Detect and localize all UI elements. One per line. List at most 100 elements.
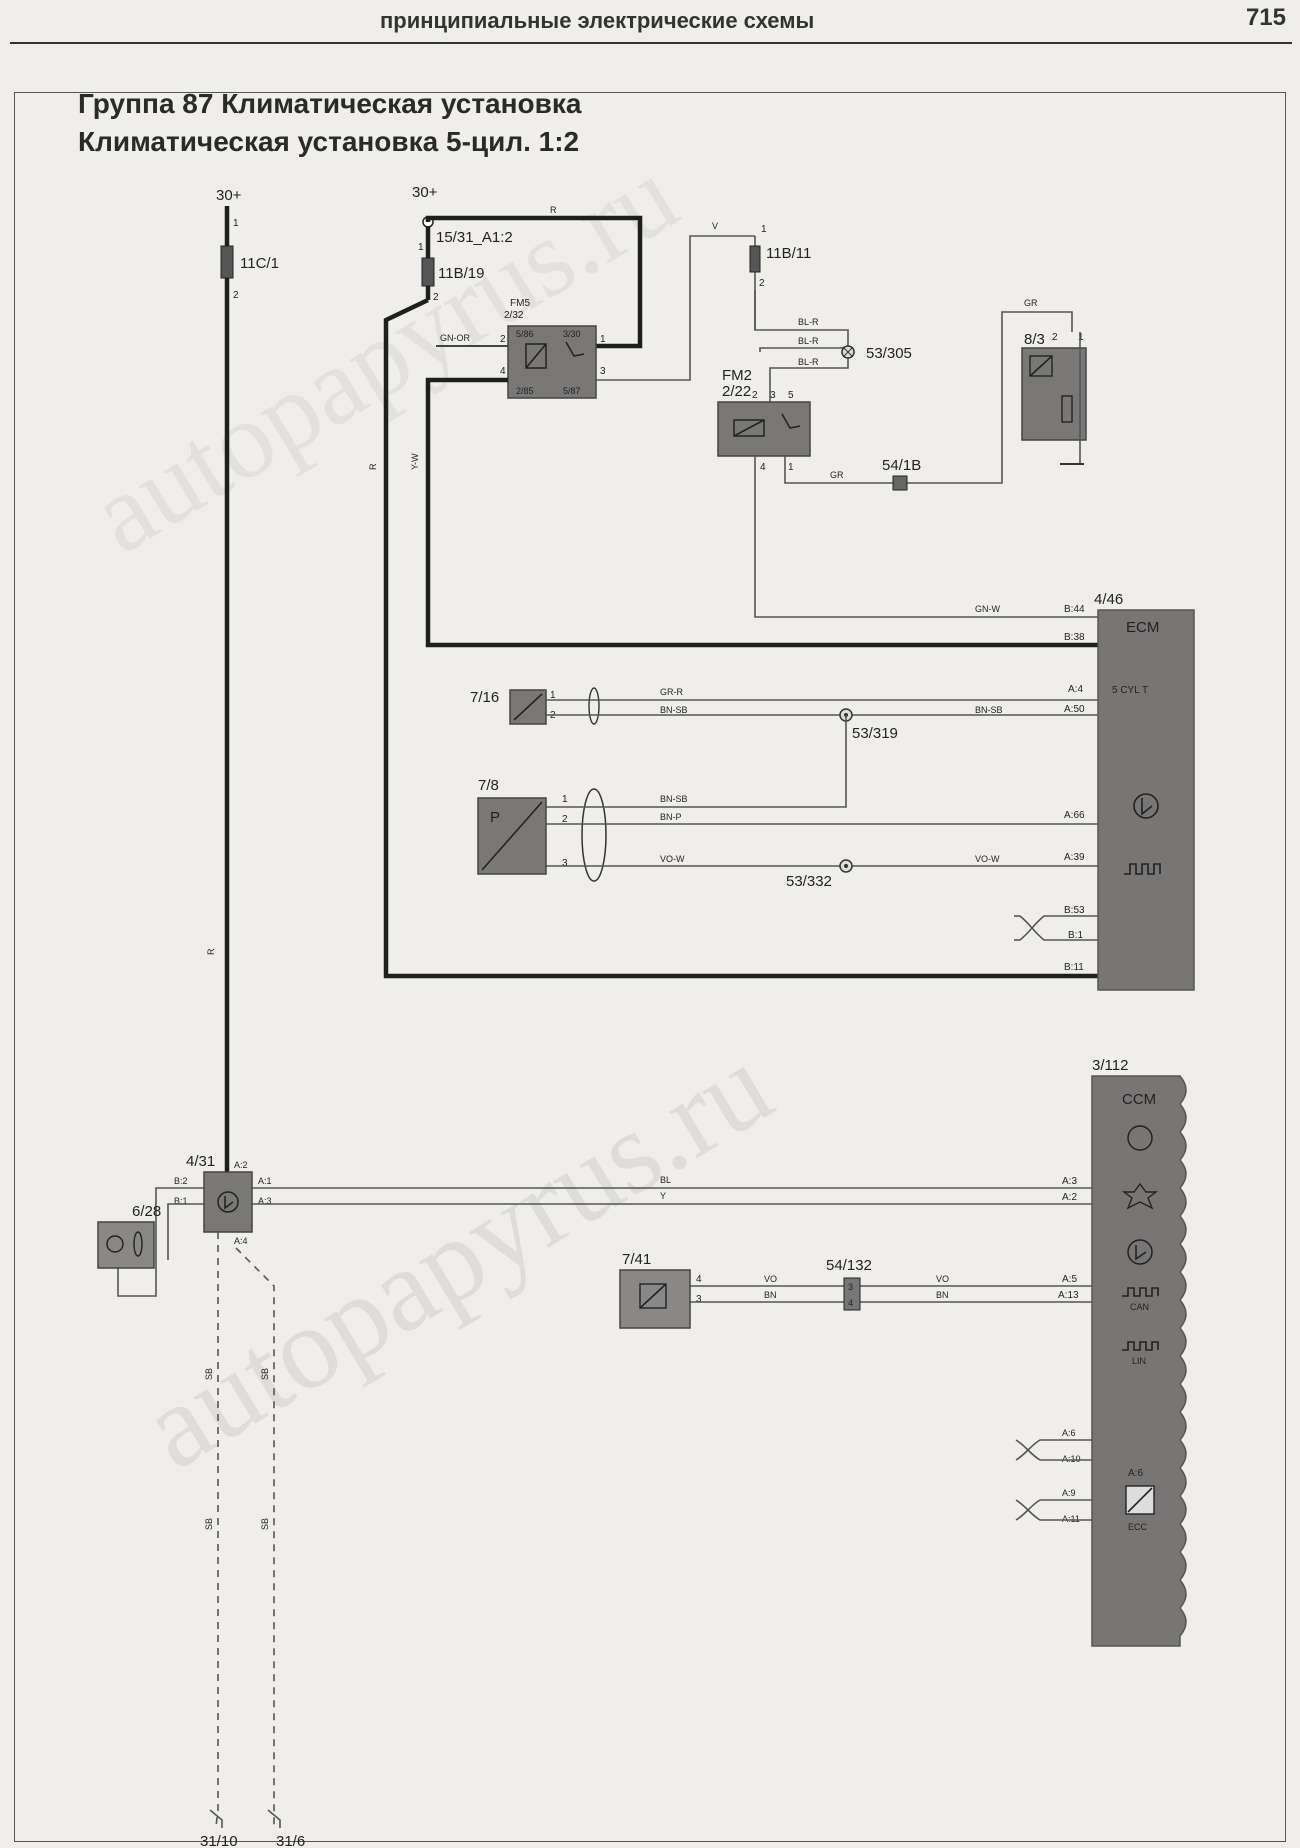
sensor-6-28-fan-icon: [133, 1231, 143, 1257]
sensor-8-3-icon: [1029, 355, 1053, 377]
sensor-6-28-gauge-icon: [106, 1235, 124, 1253]
sensor-7-16-pin-1: 1: [550, 690, 556, 701]
ccm-pin-a3: A:3: [1062, 1176, 1077, 1187]
ecm-pin-a4: A:4: [1068, 684, 1083, 695]
sensor-6-28-label: 6/28: [132, 1203, 161, 1220]
ecm-id: 4/46: [1094, 591, 1123, 608]
wire-color-sb-right: SB: [260, 1368, 270, 1380]
connector-54-132-pin-4: 4: [848, 1298, 853, 1308]
wire-r-loop: [425, 215, 643, 349]
wire-color-r-left: R: [206, 948, 216, 955]
ecm-pin-a66: A:66: [1064, 810, 1085, 821]
wire-color-bn-sb-1: BN-SB: [660, 705, 688, 715]
ecm-box: [1097, 609, 1195, 991]
fuse-11b11-icon: [749, 245, 761, 273]
ecm-clock-icon: [1133, 793, 1159, 819]
fuse-11b11-pin-bottom: 2: [759, 278, 765, 289]
fuse-11b19-pin-bottom: 2: [433, 292, 439, 303]
wire-color-y-w: Y-W: [410, 453, 420, 470]
ccm-pin-a2: A:2: [1062, 1192, 1077, 1203]
sensor-6-28-group: 6/28: [97, 1203, 161, 1269]
fan-7-8-group: 7/8 P 1 2 3 BN-SB BN-P VO-W VO-W 53/332: [477, 715, 1098, 890]
ccm-box: [1091, 1075, 1187, 1647]
ecm-pin-b38: B:38: [1064, 632, 1085, 643]
ccm-can-twisted-pair-1: [1015, 1439, 1092, 1461]
connector-54-132-label: 54/132: [826, 1257, 872, 1274]
relay-fm5-switch-icon: [565, 341, 585, 357]
relay-fm5-pin-3: 3: [600, 366, 606, 377]
relay-fm5-coil-icon: [525, 343, 547, 369]
relay-fm2-label: FM2: [722, 367, 752, 384]
ecm-pin-b1: B:1: [1068, 930, 1083, 941]
ecm-group: 4/46 ECM 5 CYL T B:44 B:38 A:4 A:50 A:66…: [1014, 591, 1195, 991]
wire-color-vo-w-1: VO-W: [660, 854, 685, 864]
relay-fm5-group: FM5 2/32 2 1 4 3 5/86 3/30 2/85 5/87 GN-…: [410, 221, 1098, 648]
cem-4-31-pin-a4: A:4: [234, 1236, 248, 1246]
ccm-pin-a13: A:13: [1058, 1290, 1079, 1301]
wire-color-v: V: [712, 221, 718, 231]
wire-color-bn-sb-3: BN-SB: [660, 794, 688, 804]
fuse-11b19-icon: [421, 257, 435, 287]
ccm-clock-icon: [1127, 1239, 1153, 1265]
fuse-11c1-pin-bottom: 2: [233, 290, 239, 301]
connector-54-132-pin-3: 3: [848, 1282, 853, 1292]
wire-ground-label-right: SB: [260, 1518, 270, 1530]
cem-4-31-pin-b1: B:1: [174, 1196, 188, 1206]
wire-ground-label-left: SB: [204, 1518, 214, 1530]
ecm-can-bus-icon: [1124, 863, 1161, 875]
ccm-pin-a11: A:11: [1062, 1514, 1080, 1524]
ecm-pin-b44: B:44: [1064, 604, 1085, 615]
wire-color-gr-1: GR: [830, 470, 844, 480]
wire-sb-to-31-10: [215, 1232, 219, 1827]
connector-54-132-icon: [843, 1277, 861, 1311]
cem-4-31-pin-a2: A:2: [234, 1160, 248, 1170]
ecm-can-twisted-pair: [1019, 915, 1098, 941]
wire-color-bl-r-3: BL-R: [798, 357, 819, 367]
sensor-7-41-icon: [639, 1283, 667, 1309]
ccm-display-diagonal: [1127, 1487, 1153, 1513]
splice-53-305-cross-b: [842, 346, 854, 358]
wire-color-gn-or: GN-OR: [440, 333, 470, 343]
ground-31-6-icon: [267, 1809, 281, 1828]
cem-4-31-pin-a3: A:3: [258, 1196, 272, 1206]
sensor-7-41-pin-4: 4: [696, 1274, 702, 1285]
fuse-11b19-label: 11B/19: [438, 265, 484, 282]
wire-gr-to-8-3: [784, 311, 1073, 484]
relay-fm2-pin-2: 2: [752, 390, 758, 401]
fuse-11c1-group: 30+ 1 2 11C/1 R: [206, 187, 279, 1172]
sensor-8-3-label: 8/3: [1024, 331, 1045, 348]
sensor-8-3-resistor-icon: [1061, 395, 1073, 423]
fan-7-8-pin-1: 1: [562, 794, 568, 805]
ccm-group: 3/112 CCM CAN LIN A:6 ECC A:3 A:2 A:5 A:…: [1015, 1057, 1187, 1647]
wire-color-bn: BN: [764, 1290, 777, 1300]
relay-fm2-id: 2/22: [722, 383, 751, 400]
relay-fm2-coil-icon: [733, 419, 765, 437]
cem-4-31-label: 4/31: [186, 1153, 215, 1170]
ground-31-10-label: 31/10: [200, 1833, 238, 1848]
sensor-8-3-diagonal: [1029, 355, 1053, 377]
diagram-title-subsystem: Климатическая установка 5-цил. 1:2: [78, 126, 580, 157]
ccm-can-label: CAN: [1130, 1302, 1149, 1312]
wire-color-r-loop: R: [550, 205, 557, 215]
cem-4-31-box: [203, 1171, 253, 1233]
ccm-pin-a6: A:6: [1062, 1428, 1076, 1438]
relay-fm2-pin-5: 5: [788, 390, 794, 401]
sensor-7-41-label: 7/41: [622, 1251, 651, 1268]
relay-fm2-pin-4: 4: [760, 462, 766, 473]
fuse-11b19-pin-top: 1: [418, 242, 424, 253]
wire-bl-r-1: [754, 290, 849, 352]
ccm-dial-icon: [1127, 1125, 1153, 1151]
ccm-clock-hands-icon: [1135, 1245, 1147, 1261]
wire-color-vo-w-2: VO-W: [975, 854, 1000, 864]
connector-54-1b-label: 54/1B: [882, 457, 921, 474]
sensor-7-16-fan-icon: [588, 687, 600, 725]
fan-7-8-symbol: P: [490, 809, 500, 826]
fuse-11c1-pin-top: 1: [233, 218, 239, 229]
relay-fm5-label: FM5: [510, 298, 530, 309]
sensor-7-16-group: 7/16 1 2 GR-R BN-SB BN-SB 53/319: [470, 687, 1098, 742]
ccm-id: 3/112: [1092, 1057, 1128, 1074]
relay-fm5-box: [507, 325, 597, 399]
relay-fm2-switch-icon: [781, 413, 801, 429]
wire-bl-r-2: [759, 347, 848, 352]
